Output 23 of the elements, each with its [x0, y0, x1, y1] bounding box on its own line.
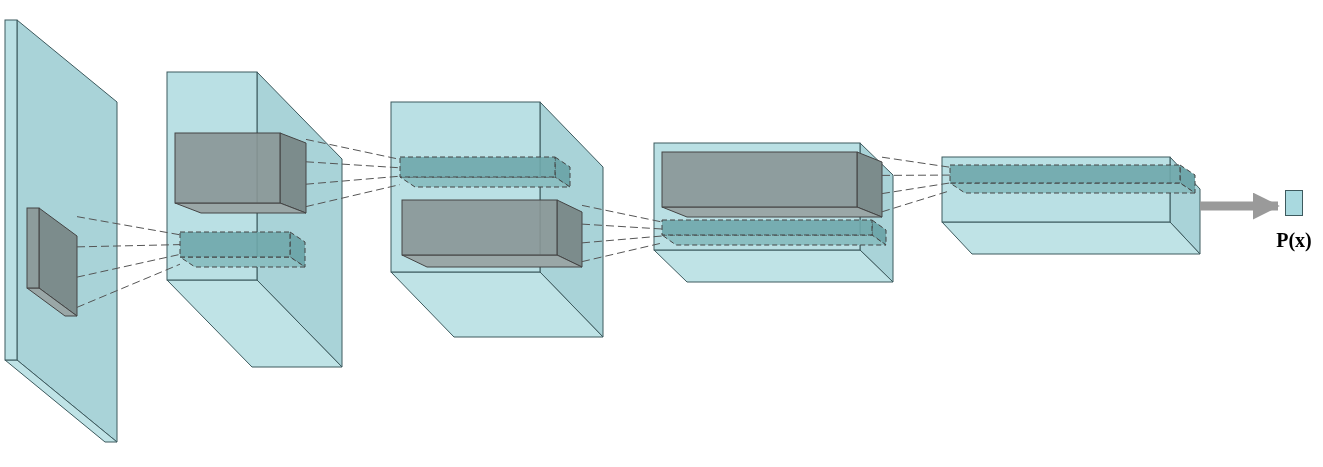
projection-line [581, 223, 663, 230]
projection-line [581, 242, 663, 263]
projection-line [581, 235, 663, 244]
projection-line [305, 184, 401, 208]
output-label: P(x) [1276, 230, 1312, 250]
receptive-field-patch [400, 157, 570, 187]
projection-line [76, 216, 181, 236]
receptive-field-patch [950, 165, 1195, 193]
receptive-field-patch [662, 220, 886, 245]
filter-kernel [662, 152, 882, 217]
projection-line [76, 253, 181, 278]
filter-kernel [27, 208, 77, 316]
projection-line [76, 244, 181, 248]
projection-line [881, 174, 951, 176]
filter-kernel [175, 133, 306, 213]
filter-kernel [402, 200, 582, 267]
projection-line [881, 156, 951, 168]
projection-line [881, 182, 951, 195]
receptive-field-patch [180, 232, 305, 267]
projection-line [581, 204, 663, 223]
output-arrow [1200, 192, 1280, 220]
projection-line [305, 161, 401, 169]
projection-line [305, 175, 401, 185]
